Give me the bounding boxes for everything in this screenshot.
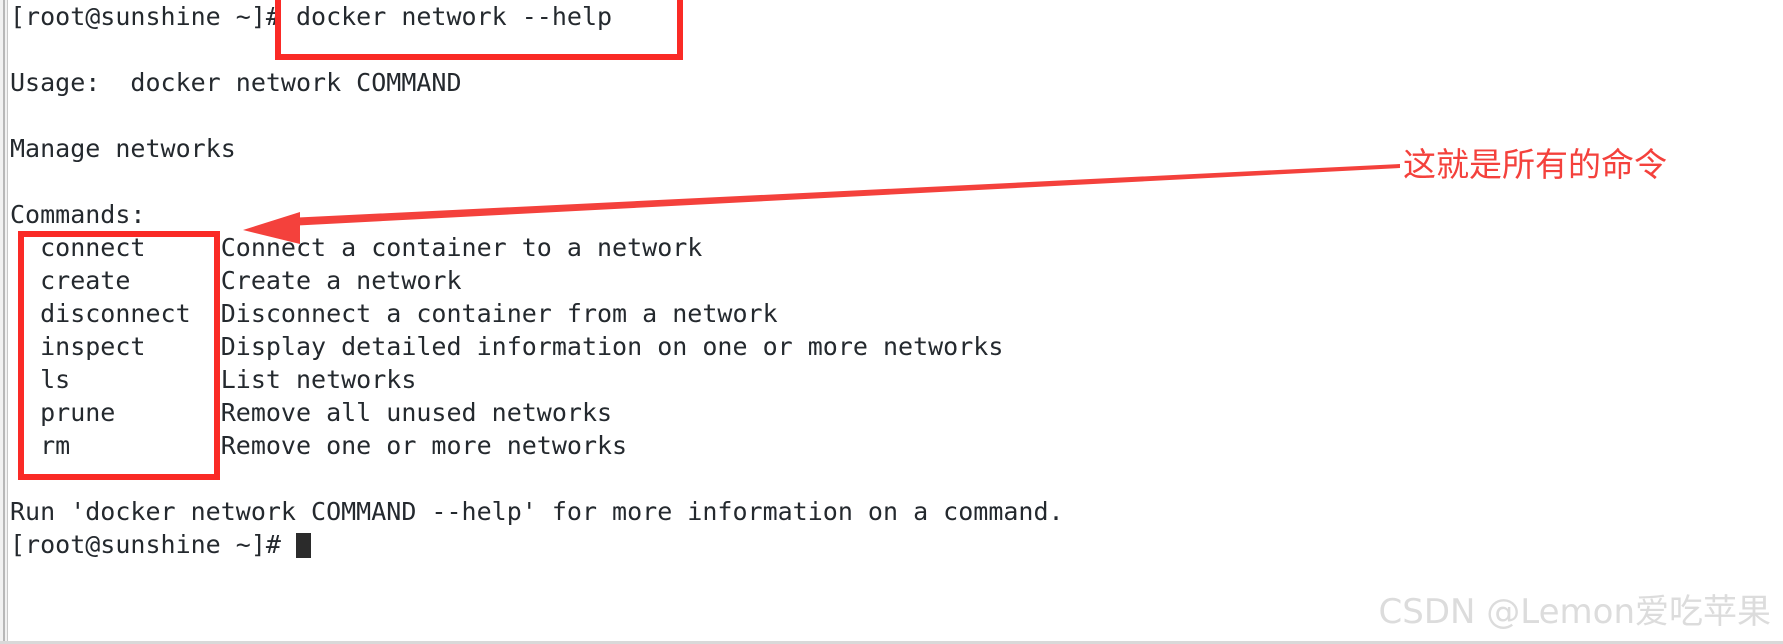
scrollbar-thumb[interactable] [3, 0, 5, 644]
terminal-line-blank-3 [10, 165, 1510, 198]
terminal-line-blank-4 [10, 462, 1510, 495]
annotation-note-text: 这就是所有的命令 [1403, 145, 1667, 184]
terminal-line-commands-header: Commands: [10, 200, 146, 229]
terminal-line-manage: Manage networks [10, 134, 236, 163]
terminal-line-blank-2 [10, 99, 1510, 132]
csdn-watermark: CSDN @Lemon爱吃苹果 [1378, 592, 1771, 632]
terminal-line-cmd-create: create Create a network [10, 266, 462, 295]
terminal-output: [root@sunshine ~]# docker network --help… [10, 0, 1510, 561]
terminal-line-usage: Usage: docker network COMMAND [10, 68, 462, 97]
terminal-line-cmd-connect: connect Connect a container to a network [10, 233, 703, 262]
terminal-line-blank-1 [10, 33, 1510, 66]
window-bottom-edge [0, 641, 1783, 644]
terminal-line-final-prompt[interactable]: [root@sunshine ~]# [10, 528, 1510, 561]
terminal-line-cmd-inspect: inspect Display detailed information on … [10, 332, 1004, 361]
terminal-line-cmd-rm: rm Remove one or more networks [10, 431, 628, 460]
window-left-scrollbar[interactable] [0, 0, 8, 644]
cursor-block-icon [295, 533, 311, 558]
terminal-line-cmd-disconnect: disconnect Disconnect a container from a… [10, 299, 778, 328]
terminal-line-prompt-command: [root@sunshine ~]# docker network --help [10, 2, 613, 31]
terminal-line-cmd-ls: ls List networks [10, 365, 417, 394]
final-prompt-text: [root@sunshine ~]# [10, 530, 296, 559]
terminal-line-footer-hint: Run 'docker network COMMAND --help' for … [10, 497, 1064, 526]
terminal-line-cmd-prune: prune Remove all unused networks [10, 398, 613, 427]
